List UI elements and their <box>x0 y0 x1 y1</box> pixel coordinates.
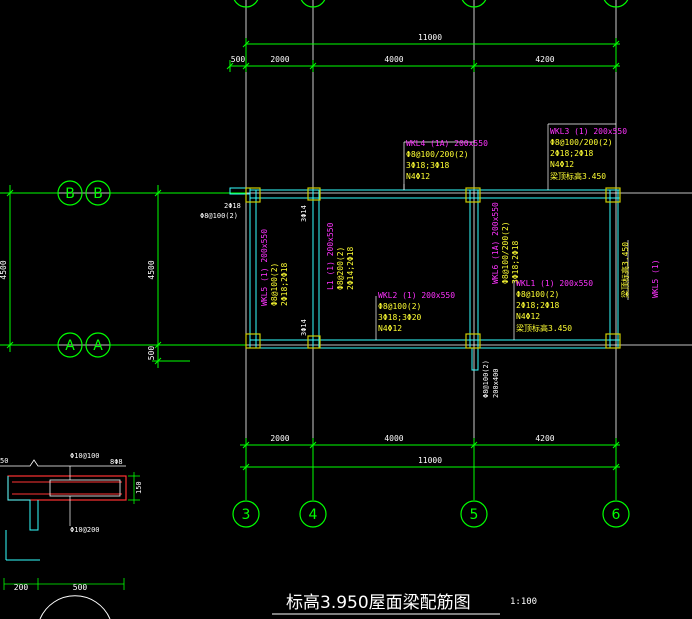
top-dim-bay2: 4000 <box>384 55 403 64</box>
drawing-title: 标高3.950屋面梁配筋图 <box>286 593 471 613</box>
detail-bottom-note: Φ10@200 <box>70 526 100 534</box>
bottom-dimensions <box>240 438 620 474</box>
column-6a <box>605 333 621 349</box>
bottom-dim-bay3: 4200 <box>535 434 554 443</box>
axis-bubbles-top <box>233 0 629 8</box>
beam-l1-stirrup: Φ8@200(2) <box>336 247 345 290</box>
beam-wkl5-rebar: 2Φ18;2Φ18 <box>280 262 289 306</box>
beam-wkl4-side: N4Φ12 <box>406 172 430 181</box>
beam-wkl2-rebar: 3Φ18;3Φ20 <box>378 313 422 322</box>
beam-wkl6-rebar: 3Φ18;2Φ18 <box>511 240 520 284</box>
beam-wkl1-name: WKL1 (1) 200x550 <box>516 279 593 288</box>
beam-wkl1-side: N4Φ12 <box>516 312 540 321</box>
beam-wkl3-stirrup: Φ8@100/200(2) <box>550 138 613 147</box>
side-mark-upper: 3Φ14 <box>300 205 308 222</box>
beam-l1-name: L1 (1) 200x550 <box>326 222 335 290</box>
stub-bottom-stirrup: Φ8@100(2) <box>482 360 490 398</box>
top-dim-bay3: 4200 <box>535 55 554 64</box>
beam-wkl4-rebar: 3Φ18;3Φ18 <box>406 161 450 170</box>
beam-wkl4-name: WKL4 (1A) 200x550 <box>406 139 488 148</box>
axis-label-b2: B <box>93 186 103 202</box>
beam-wkl5-name: WKL5 (1) 200x550 <box>260 229 269 306</box>
beam-wkl5-right-name: WKL5 (1) <box>651 259 660 298</box>
axis-label-3: 3 <box>242 507 251 523</box>
label-leaders <box>375 123 629 340</box>
side-dim-bottom-edge: 500 <box>147 346 156 361</box>
detail-corner: 50 <box>0 457 8 465</box>
axis-bubble-5: 5 <box>460 452 488 528</box>
top-dim-bay1: 2000 <box>270 55 289 64</box>
beam-wkl2-name: WKL2 (1) 200x550 <box>378 291 455 300</box>
top-dim-edge: 500 <box>231 55 246 64</box>
detail-top-note: Φ10@100 <box>70 452 100 460</box>
side-dim-inner-span: 4500 <box>147 260 156 279</box>
beam-wkl5-right-elev: 梁顶标高3.450 <box>620 242 630 298</box>
drawing-scale: 1:100 <box>510 597 537 607</box>
beam-wkl6-name: WKL6 (1A) 200x550 <box>491 202 500 284</box>
detail-dim-right: 500 <box>73 583 88 592</box>
beam-wkl3-elev: 梁顶标高3.450 <box>550 171 606 181</box>
beam-l1-rebar: 2Φ14;2Φ18 <box>346 246 355 290</box>
axis-label-a1: A <box>65 338 75 354</box>
beam-wkl2-stirrup: Φ8@100(2) <box>378 302 421 311</box>
detail-right-note: 8Φ8 <box>110 458 123 466</box>
beam-wkl6-stirrup: Φ8@100/200(2) <box>501 221 510 284</box>
axis-label-b1: B <box>65 186 75 202</box>
bottom-dim-total: 11000 <box>418 456 442 465</box>
axis-label-4: 4 <box>309 507 318 523</box>
side-dim-left-span: 4500 <box>0 260 8 279</box>
top-dimensions <box>226 38 620 72</box>
beam-wkl3-rebar: 2Φ18;2Φ18 <box>550 149 594 158</box>
stub-bottom-size: 200x400 <box>492 368 500 398</box>
beam-infill-lines <box>256 197 610 341</box>
bottom-dim-bay2: 4000 <box>384 434 403 443</box>
column-4b <box>307 187 321 201</box>
axis-bubble-6: 6 <box>602 474 630 528</box>
stub-top-rebar: 2Φ18 <box>224 202 241 210</box>
beam-wkl1-stirrup: Φ8@100(2) <box>516 290 559 299</box>
beam-wkl4-stirrup: Φ8@100/200(2) <box>406 150 469 159</box>
axis-label-a2: A <box>93 338 103 354</box>
axis-bubble-3: 3 <box>232 474 260 528</box>
column-5a <box>465 333 481 349</box>
stub-top-stirrup: Φ8@100(2) <box>200 212 238 220</box>
column-5b <box>465 187 481 203</box>
beam-wkl1-rebar: 2Φ18;2Φ18 <box>516 301 560 310</box>
column-6b <box>605 187 621 203</box>
column-3a <box>245 333 261 349</box>
beam-wkl5-stirrup: Φ8@100(2) <box>270 263 279 306</box>
column-3b <box>245 187 261 203</box>
bottom-dim-bay1: 2000 <box>270 434 289 443</box>
column-4a <box>307 335 321 349</box>
detail-height: 150 <box>135 481 143 494</box>
top-dim-total: 11000 <box>418 33 442 42</box>
axis-label-6: 6 <box>612 507 621 523</box>
beam-top-cantilever <box>229 187 251 195</box>
beam-wkl3-name: WKL3 (1) 200x550 <box>550 127 627 136</box>
beam-wkl3-side: N4Φ12 <box>550 160 574 169</box>
beam-wkl1-elev: 梁顶标高3.450 <box>516 323 572 333</box>
axis-leader-lines <box>0 192 246 346</box>
beam-wkl2-side: N4Φ12 <box>378 324 402 333</box>
axis-bubble-4: 4 <box>299 452 327 528</box>
detail-dim-left: 200 <box>14 583 29 592</box>
columns <box>245 187 621 349</box>
axis-label-5: 5 <box>470 507 479 523</box>
side-mark-lower: 3Φ14 <box>300 319 308 336</box>
section-detail <box>0 459 140 619</box>
